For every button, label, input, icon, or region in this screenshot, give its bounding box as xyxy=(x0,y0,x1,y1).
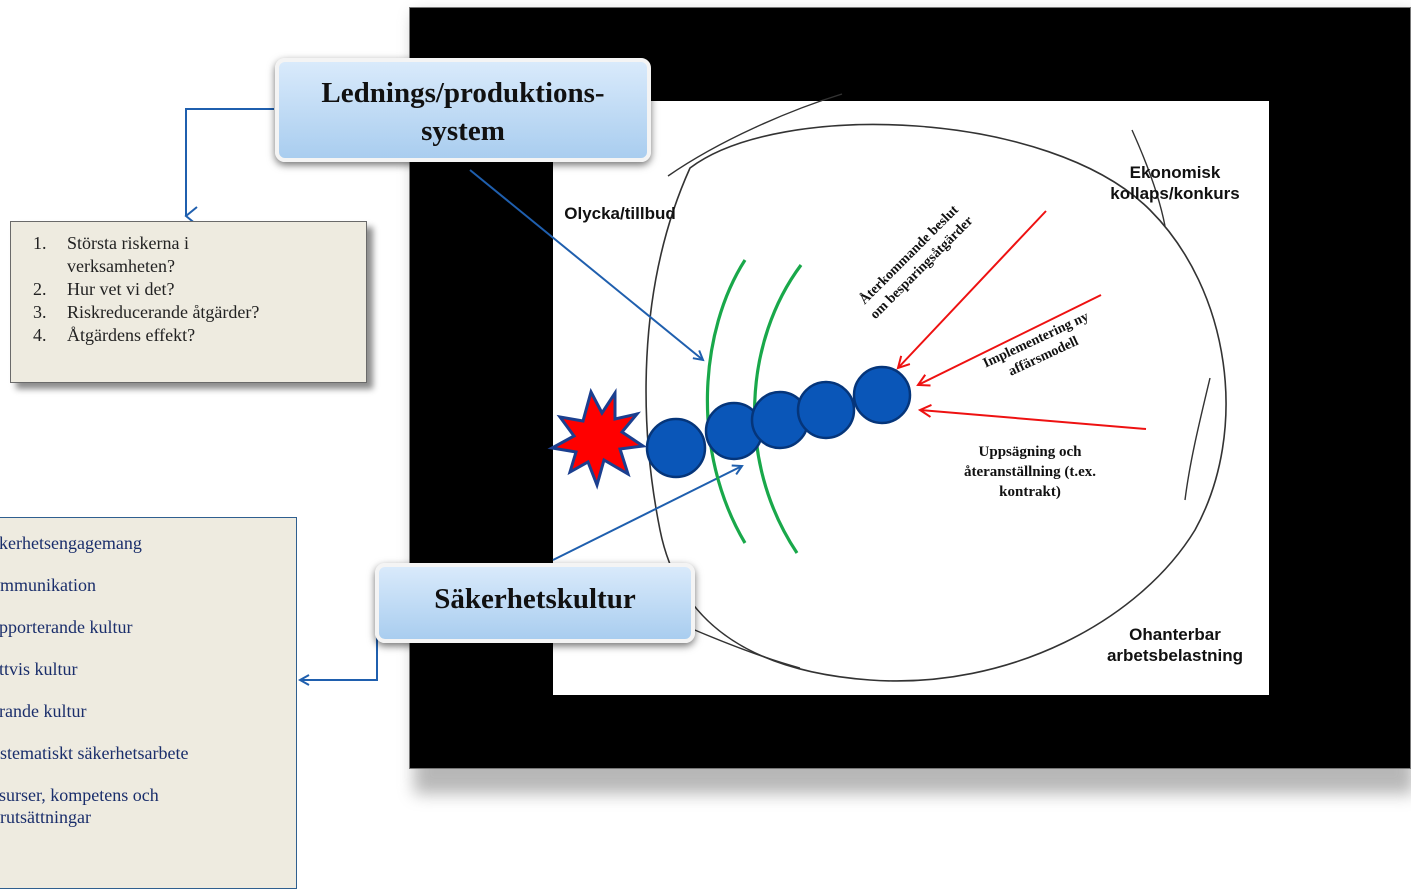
question-item: 3. Riskreducerande åtgärder? xyxy=(33,301,366,324)
label-dismissal-line1: Uppsägning och xyxy=(978,444,1082,460)
label-dismissal-line3: kontrakt) xyxy=(999,484,1061,500)
culture-item: ärande kultur xyxy=(0,701,87,721)
questions-list: 1. Största riskerna i verksamheten? 2. H… xyxy=(11,222,366,347)
arrow-business-model xyxy=(918,294,1102,385)
question-text-cont: verksamheten? xyxy=(67,256,175,276)
management-line1: Lednings/produktions- xyxy=(321,77,605,109)
barrier-outer xyxy=(705,259,747,544)
boundary-crossing-top xyxy=(667,93,843,177)
label-economic-line2: kollaps/konkurs xyxy=(1110,184,1240,203)
accident-burst-icon xyxy=(547,387,648,490)
event-ball-1 xyxy=(852,365,912,425)
connector-culture-list xyxy=(300,629,381,680)
boundary-crossing-bottom xyxy=(689,627,801,669)
label-economic-collapse: Ekonomisk kollaps/konkurs xyxy=(1085,162,1265,204)
event-ball-2 xyxy=(796,380,856,440)
culture-aspects-box: äkerhetsengagemang ommunikation apporter… xyxy=(0,517,297,889)
question-number: 1. xyxy=(33,233,47,253)
management-line2: system xyxy=(421,115,505,147)
question-text: Riskreducerande åtgärder? xyxy=(67,302,260,322)
management-system-box: Lednings/produktions- system xyxy=(275,58,651,162)
question-text: Hur vet vi det? xyxy=(67,279,175,299)
question-item: 2. Hur vet vi det? xyxy=(33,278,366,301)
questions-box: 1. Största riskerna i verksamheten? 2. H… xyxy=(10,221,367,383)
question-item: 4. Åtgärdens effekt? xyxy=(33,324,366,347)
label-workload-line2: arbetsbelastning xyxy=(1106,646,1244,665)
question-number: 4. xyxy=(33,325,47,345)
event-ball-5 xyxy=(645,417,707,479)
label-accident: Olycka/tillbud xyxy=(564,204,676,223)
culture-item: äkerhetsengagemang xyxy=(0,533,142,553)
label-workload: Ohanterbar arbetsbelastning xyxy=(1080,624,1270,666)
boundary-crossing-topright xyxy=(1131,129,1166,227)
culture-item: esurser, kompetens och örutsättningar xyxy=(0,784,296,828)
boundary-circle xyxy=(645,123,1227,682)
label-economic-line1: Ekonomisk xyxy=(1129,163,1221,182)
question-item: 1. Största riskerna i verksamheten? xyxy=(33,232,366,278)
arrow-culture-barrier xyxy=(552,466,742,561)
arrow-dismissal xyxy=(920,410,1147,430)
culture-item: ystematiskt säkerhetsarbete xyxy=(0,743,189,763)
arrow-management-barrier xyxy=(469,169,703,360)
label-dismissal-line2: återanställning (t.ex. xyxy=(963,464,1097,480)
barrier-inner xyxy=(752,264,803,554)
question-text: Åtgärdens effekt? xyxy=(67,325,196,345)
culture-aspects-list: äkerhetsengagemang ommunikation apporter… xyxy=(0,518,296,828)
safety-culture-box: Säkerhetskultur xyxy=(375,563,695,643)
question-number: 2. xyxy=(33,279,47,299)
label-dismissal: Uppsägning och återanställning (t.ex. ko… xyxy=(945,442,1115,502)
culture-item: ommunikation xyxy=(0,575,96,595)
arrow-savings xyxy=(898,210,1047,368)
question-number: 3. xyxy=(33,302,47,322)
connector-management-questions xyxy=(184,108,274,226)
safety-culture-title: Säkerhetskultur xyxy=(434,583,636,615)
boundary-crossing-right xyxy=(1184,377,1211,501)
question-text: Största riskerna i xyxy=(67,233,189,253)
label-workload-line1: Ohanterbar xyxy=(1129,625,1221,644)
culture-item: apporterande kultur xyxy=(0,617,133,637)
culture-item-line2: örutsättningar xyxy=(0,807,91,827)
culture-item-line1: esurser, kompetens och xyxy=(0,785,159,805)
culture-item: ättvis kultur xyxy=(0,659,78,679)
